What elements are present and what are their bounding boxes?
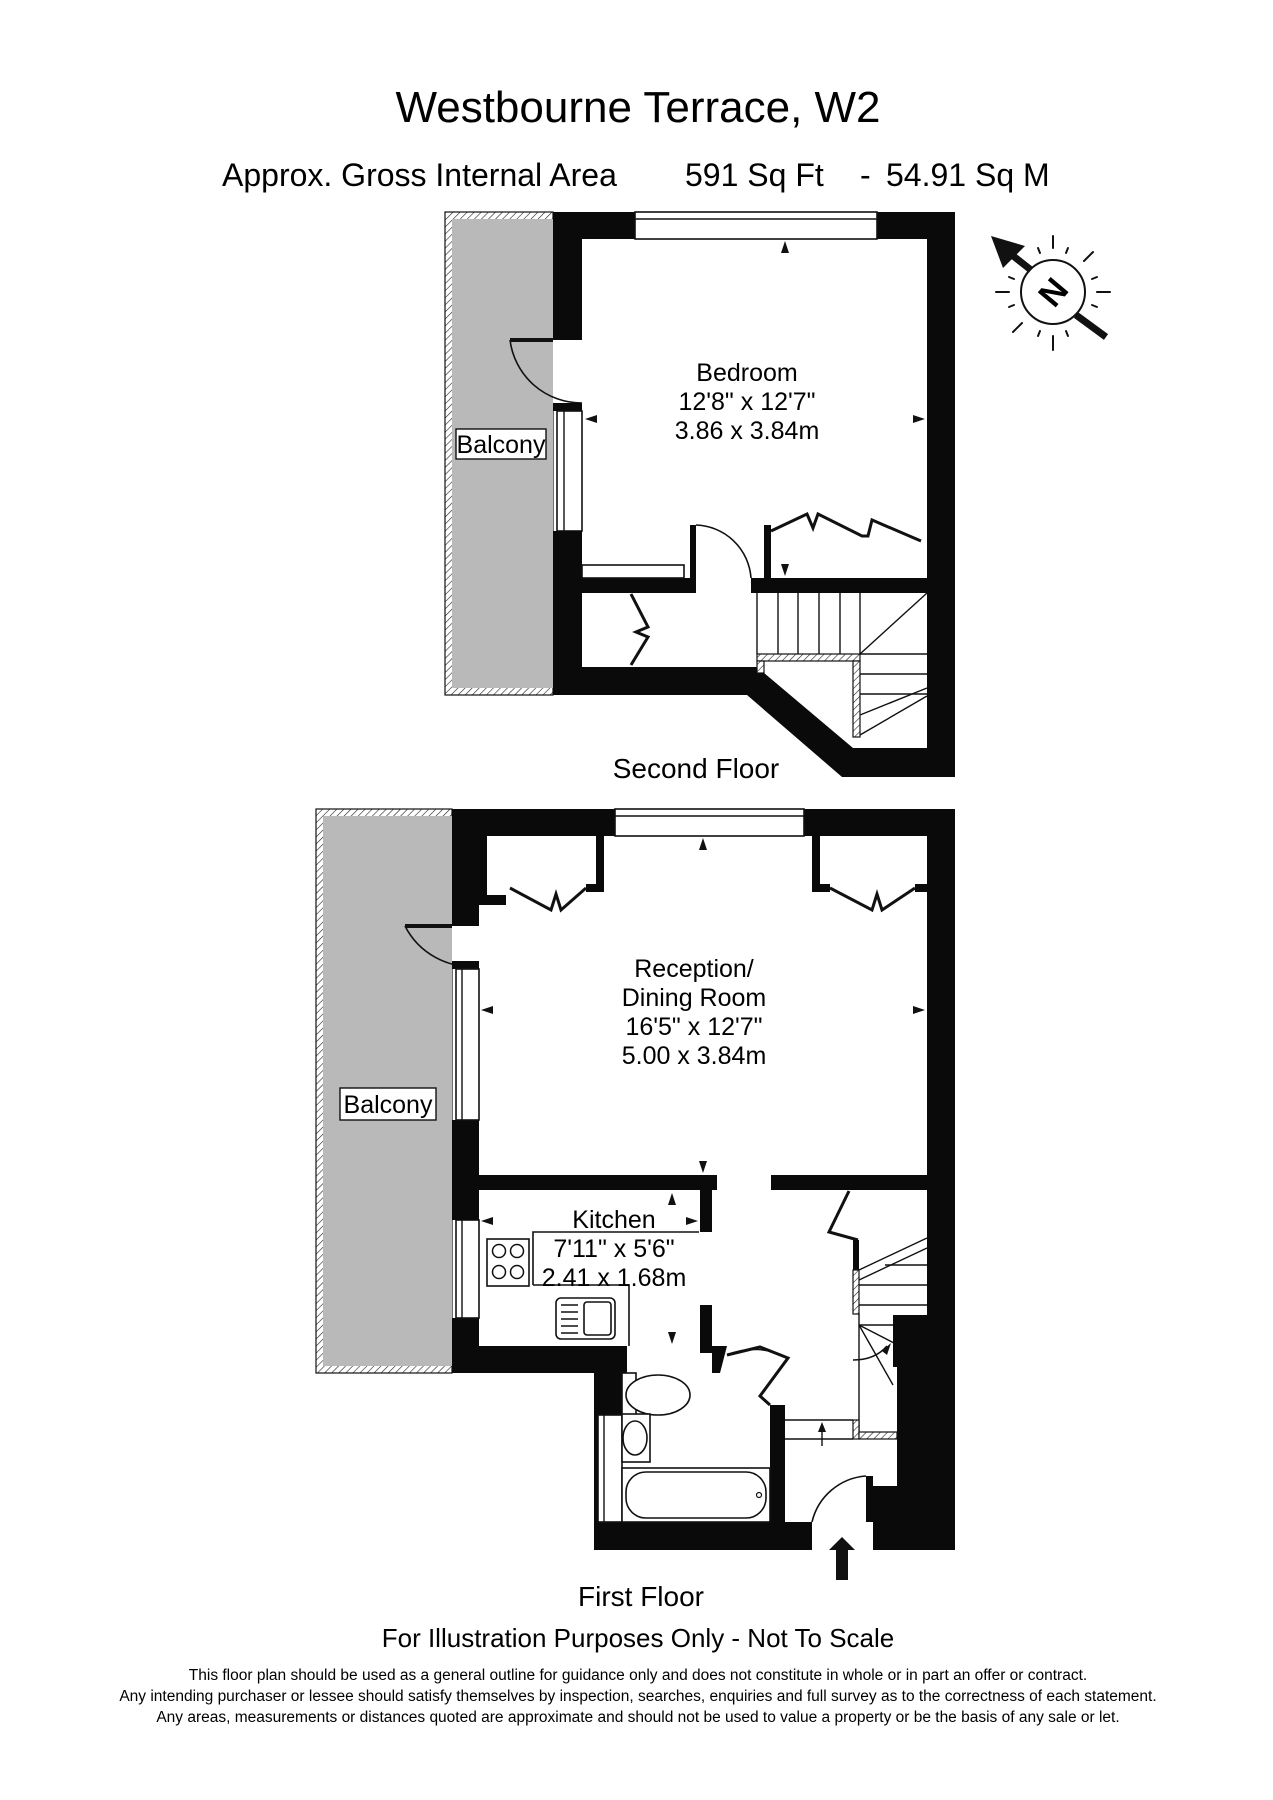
second-floor-stairs: [756, 592, 928, 738]
room-label-kitchen: Kitchen 7'11" x 5'6" 2.41 x 1.68m: [542, 1206, 687, 1292]
floor-label-second: Second Floor: [613, 753, 780, 784]
area-sqft: 591 Sq Ft: [685, 157, 824, 193]
area-label: Approx. Gross Internal Area: [222, 157, 617, 193]
room-label-reception: Reception/ Dining Room 16'5" x 12'7" 5.0…: [622, 955, 767, 1070]
room-dimensions-metric: 2.41 x 1.68m: [542, 1264, 687, 1292]
first-floor-plan: Balcony Reception/ Dining Room 16'5" x 1…: [315, 808, 955, 1612]
room-dimensions-metric: 5.00 x 3.84m: [622, 1042, 767, 1070]
room-name: Kitchen: [572, 1206, 655, 1234]
balcony-label-text: Balcony: [344, 1091, 433, 1119]
second-floor-plan: Balcony Bedroom 12'8" x 12'7" 3.86 x 3.8…: [444, 211, 955, 784]
disclaimer-line: Any areas, measurements or distances quo…: [156, 1709, 1119, 1726]
area-sqm: 54.91 Sq M: [886, 157, 1050, 193]
balcony-label-text: Balcony: [457, 431, 546, 459]
entrance-arrow-icon: [829, 1537, 855, 1580]
room-dimensions-imperial: 7'11" x 5'6": [553, 1235, 674, 1263]
room-dimensions-imperial: 12'8" x 12'7": [678, 388, 815, 416]
area-separator: -: [860, 157, 871, 193]
disclaimer-line: This floor plan should be used as a gene…: [189, 1667, 1087, 1684]
room-name-line2: Dining Room: [622, 984, 767, 1012]
room-dimensions-imperial: 16'5" x 12'7": [625, 1013, 762, 1041]
scale-note: For Illustration Purposes Only - Not To …: [382, 1623, 895, 1653]
disclaimer-line: Any intending purchaser or lessee should…: [119, 1688, 1156, 1705]
room-name: Bedroom: [696, 359, 797, 387]
north-arrow-compass-icon: N: [991, 235, 1111, 351]
area-summary: Approx. Gross Internal Area 591 Sq Ft - …: [222, 157, 1050, 193]
room-label-bedroom: Bedroom 12'8" x 12'7" 3.86 x 3.84m: [675, 359, 820, 445]
page-title: Westbourne Terrace, W2: [395, 83, 880, 132]
floor-label-first: First Floor: [578, 1581, 704, 1612]
room-name: Reception/: [634, 955, 754, 983]
room-dimensions-metric: 3.86 x 3.84m: [675, 417, 820, 445]
balcony-label-first: Balcony: [339, 1087, 437, 1121]
balcony-label-second: Balcony: [455, 428, 547, 460]
